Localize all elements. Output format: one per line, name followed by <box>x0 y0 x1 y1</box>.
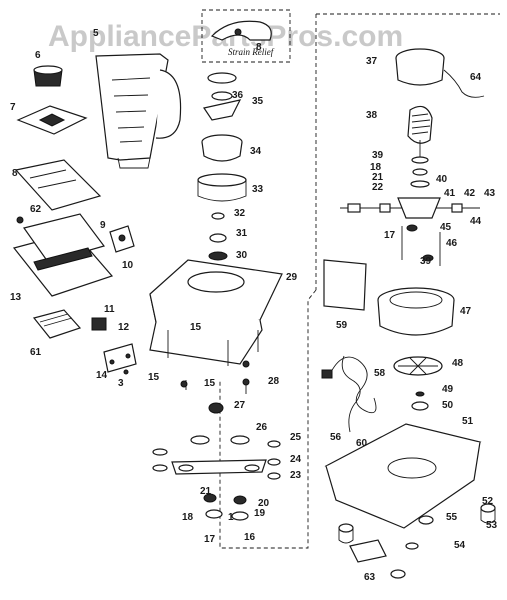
motor-lead-wire <box>443 69 485 98</box>
callout-58: 58 <box>374 368 386 379</box>
callout-55: 55 <box>446 512 458 523</box>
callout-42: 42 <box>464 188 476 199</box>
callout-56: 56 <box>330 432 342 443</box>
callout-31: 31 <box>236 228 248 239</box>
bottom-cover[interactable] <box>324 423 482 529</box>
callout-33: 33 <box>252 184 264 195</box>
callout-47: 47 <box>460 306 472 317</box>
callout-37: 37 <box>366 56 378 67</box>
base-housing[interactable] <box>149 259 283 366</box>
callout-44: 44 <box>470 216 482 227</box>
callout-11: 11 <box>104 304 115 315</box>
callout-59: 59 <box>336 320 348 331</box>
motor-assembly[interactable] <box>395 48 445 188</box>
control-panel-cover[interactable] <box>14 159 102 211</box>
keypad-housing[interactable] <box>12 213 114 297</box>
callout-8: 8 <box>12 168 18 179</box>
callout-18b: 18 <box>370 162 382 173</box>
motor-group-boundary <box>219 13 500 549</box>
inset-boundary <box>201 9 291 63</box>
callout-45: 45 <box>440 222 452 233</box>
rubber-feet[interactable] <box>338 503 496 579</box>
fan-housing[interactable] <box>377 287 455 336</box>
switch-bracket[interactable] <box>109 225 135 253</box>
fan-blade[interactable] <box>393 356 443 376</box>
callout-15: 15 <box>148 372 160 383</box>
callouts: 5 6 7 8 8 9 10 11 12 13 14 15 15 15 3 62… <box>10 28 498 583</box>
callout-15c: 15 <box>204 378 216 389</box>
callout-5: 5 <box>93 28 99 39</box>
jar-lid[interactable] <box>16 105 88 135</box>
callout-50: 50 <box>442 400 454 411</box>
blade-assembly[interactable] <box>197 72 247 261</box>
callout-62: 62 <box>30 204 42 215</box>
callout-34: 34 <box>250 146 262 157</box>
callout-14: 14 <box>96 370 108 381</box>
callout-53: 53 <box>486 520 498 531</box>
callout-12: 12 <box>118 322 130 333</box>
callout-21b: 21 <box>372 172 384 183</box>
callout-41: 41 <box>444 188 456 199</box>
mounting-plate[interactable] <box>323 259 367 311</box>
callout-7: 7 <box>10 102 16 113</box>
callout-9: 9 <box>100 220 106 231</box>
callout-54: 54 <box>454 540 466 551</box>
callout-35: 35 <box>252 96 264 107</box>
callout-24: 24 <box>290 454 302 465</box>
callout-40: 40 <box>436 174 448 185</box>
callout-36: 36 <box>232 90 244 101</box>
callout-26: 26 <box>256 422 268 433</box>
callout-10: 10 <box>122 260 134 271</box>
callout-52: 52 <box>482 496 494 507</box>
callout-17b: 17 <box>384 230 396 241</box>
callout-39b: 39 <box>420 256 432 267</box>
callout-43: 43 <box>484 188 496 199</box>
callout-8-inset: 8 <box>256 42 262 53</box>
callout-21: 21 <box>200 486 212 497</box>
callout-48: 48 <box>452 358 464 369</box>
callout-16: 16 <box>244 532 256 543</box>
screws <box>16 216 250 388</box>
callout-17: 17 <box>204 534 216 545</box>
brush-assembly[interactable] <box>340 197 480 266</box>
callout-60: 60 <box>356 438 368 449</box>
switch-small-parts[interactable] <box>91 317 137 373</box>
callout-46: 46 <box>446 238 458 249</box>
callout-6: 6 <box>35 50 41 61</box>
callout-39: 39 <box>372 150 384 161</box>
rating-label[interactable] <box>349 539 387 563</box>
callout-20: 20 <box>258 498 270 509</box>
callout-64: 64 <box>470 72 482 83</box>
callout-61: 61 <box>30 347 42 358</box>
callout-29: 29 <box>286 272 298 283</box>
callout-27: 27 <box>234 400 246 411</box>
callout-3: 3 <box>118 378 124 389</box>
callout-15b: 15 <box>190 322 202 333</box>
inset-label: Strain Relief <box>228 47 275 57</box>
callout-1: 1 <box>228 512 234 523</box>
callout-22: 22 <box>372 182 384 193</box>
callout-30: 30 <box>236 250 248 261</box>
power-cord[interactable] <box>321 355 377 433</box>
callout-51: 51 <box>462 416 474 427</box>
callout-49: 49 <box>442 384 454 395</box>
blender-jar[interactable] <box>95 53 182 169</box>
callout-32: 32 <box>234 208 246 219</box>
measuring-cap[interactable] <box>33 65 63 87</box>
strain-relief-inset: Strain Relief <box>210 20 275 57</box>
button-strip[interactable] <box>32 309 82 339</box>
callout-63: 63 <box>364 572 376 583</box>
fan-nut-washer[interactable] <box>411 391 429 411</box>
callout-18: 18 <box>182 512 194 523</box>
callout-38: 38 <box>366 110 378 121</box>
callout-28: 28 <box>268 376 280 387</box>
callout-13: 13 <box>10 292 22 303</box>
callout-19: 19 <box>254 508 266 519</box>
callout-23: 23 <box>290 470 302 481</box>
callout-25: 25 <box>290 432 302 443</box>
